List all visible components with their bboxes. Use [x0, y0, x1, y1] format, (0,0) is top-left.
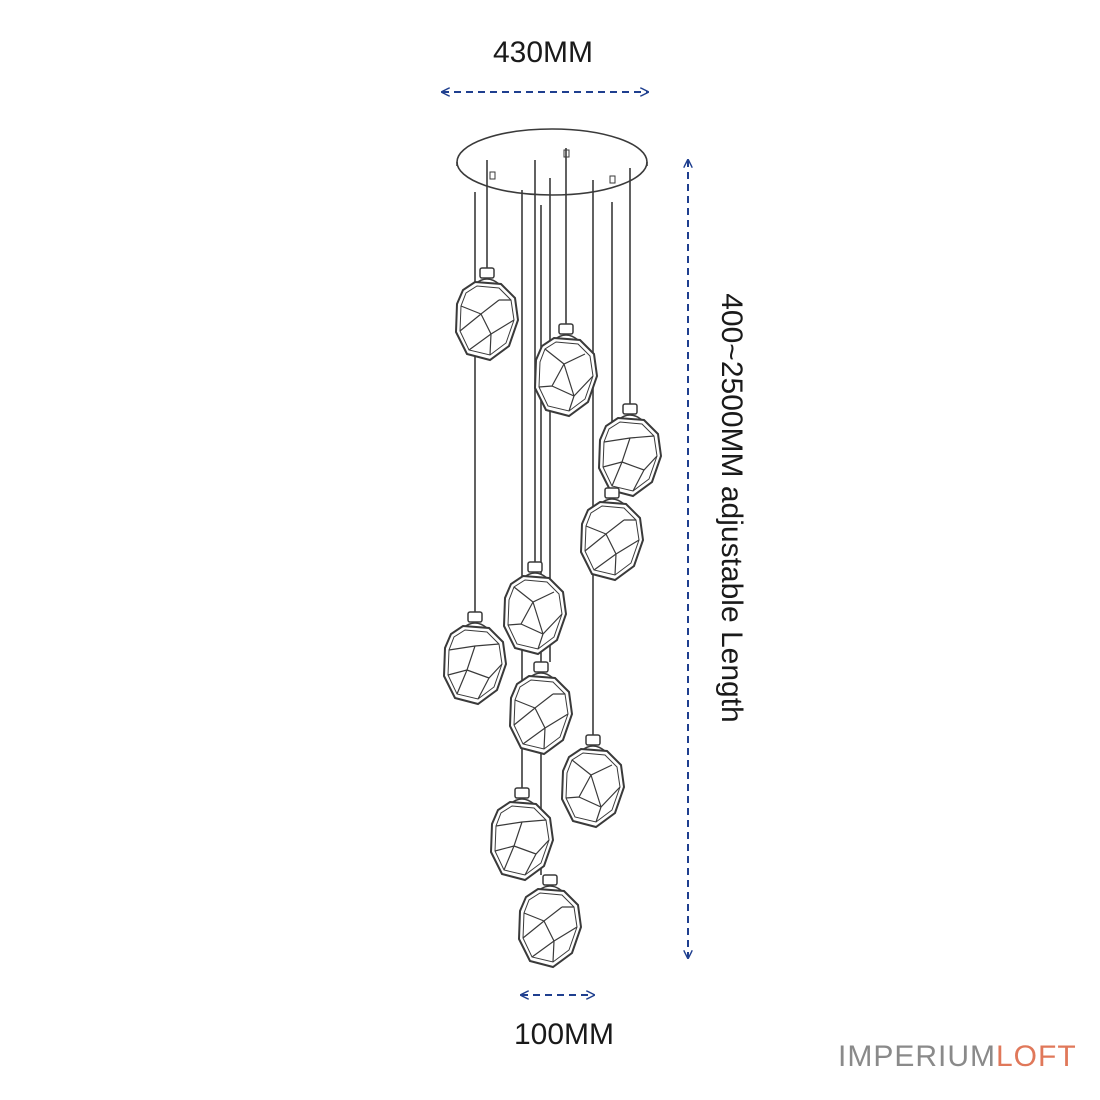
shade-width-label: 100MM: [514, 1018, 614, 1051]
pendant-shades: [442, 267, 663, 969]
pendant-shade: [533, 323, 599, 418]
width-label: 430MM: [493, 36, 593, 69]
brand-logo-part1: IMPERIUM: [838, 1040, 996, 1073]
ceiling-canopy: [456, 128, 648, 196]
height-label: 400~2500MM adjustable Length: [715, 293, 748, 723]
pendant-shade: [517, 874, 583, 969]
pendant-shade: [442, 611, 508, 706]
brand-logo-part2: LOFT: [996, 1040, 1077, 1073]
brand-logo: IMPERIUMLOFT: [838, 1040, 1077, 1074]
pendant-shade: [597, 403, 663, 498]
pendant-shade: [454, 267, 520, 362]
pendant-shade: [489, 787, 555, 882]
pendant-shade: [560, 734, 626, 829]
pendant-shade: [502, 561, 568, 656]
pendant-shade: [579, 487, 645, 582]
pendant-shade: [508, 661, 574, 756]
